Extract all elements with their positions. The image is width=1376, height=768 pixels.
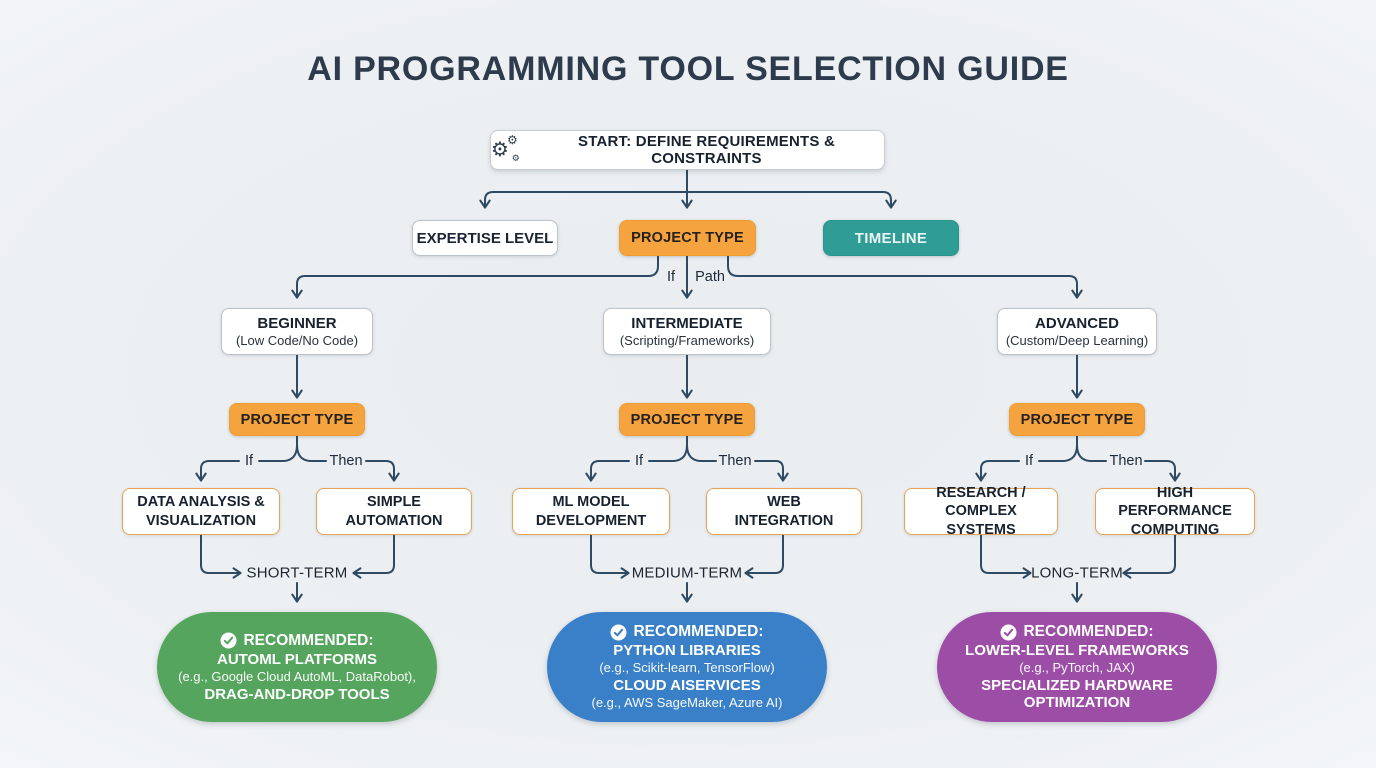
project-type-label: PROJECT TYPE <box>630 411 744 428</box>
recommendation-line: DRAG-AND-DROP TOOLS <box>204 685 390 703</box>
edge-label-then-1: Then <box>718 453 752 469</box>
recommendation-card-2: RECOMMENDED: LOWER-LEVEL FRAMEWORKS (e.g… <box>937 612 1217 722</box>
recommendation-header: RECOMMENDED: <box>610 622 764 642</box>
edge-label-if-2: If <box>1024 453 1034 469</box>
expertise-subtitle: (Scripting/Frameworks) <box>619 333 755 349</box>
recommendation-line: SPECIALIZED HARDWARE OPTIMIZATION <box>981 676 1173 712</box>
option-node-ml-model-development: ML MODEL DEVELOPMENT <box>512 488 670 535</box>
expertise-title: INTERMEDIATE <box>631 314 743 332</box>
project-type-node-2: PROJECT TYPE <box>1009 403 1145 436</box>
option-node-high-performance-computing: HIGH PERFORMANCE COMPUTING <box>1095 485 1255 538</box>
option-label: DATA ANALYSIS & VISUALIZATION <box>137 494 265 529</box>
edge-label-if-1: If <box>634 453 644 469</box>
expertise-subtitle: (Custom/Deep Learning) <box>1005 333 1149 349</box>
recommendation-line: AUTOML PLATFORMS <box>217 650 377 668</box>
option-label: WEB INTEGRATION <box>734 494 834 529</box>
recommendation-line: (e.g., Google Cloud AutoML, DataRobot), <box>178 668 416 684</box>
recommendation-line: PYTHON LIBRARIES <box>613 642 761 660</box>
edge-label-then-0: Then <box>329 453 363 469</box>
timeline-label-short-term: SHORT-TERM <box>246 564 348 582</box>
recommendation-line: (e.g., Scikit-learn, TensorFlow) <box>599 660 775 676</box>
project-type-node-1: PROJECT TYPE <box>619 403 755 436</box>
recommendation-line: LOWER-LEVEL FRAMEWORKS <box>965 642 1189 660</box>
recommendation-header: RECOMMENDED: <box>220 631 374 651</box>
expertise-title: ADVANCED <box>1035 314 1119 332</box>
recommendation-line: CLOUD AISERVICES <box>613 677 761 695</box>
option-node-data-analysis-visualization: DATA ANALYSIS & VISUALIZATION <box>122 488 280 535</box>
timeline-label-medium-term: MEDIUM-TERM <box>631 564 743 582</box>
option-label: RESEARCH / COMPLEX SYSTEMS <box>936 485 1026 538</box>
criterion-node-project-type: PROJECT TYPE <box>619 220 756 256</box>
start-node: ⚙⚙⚙ START: DEFINE REQUIREMENTS & CONSTRA… <box>490 130 885 170</box>
option-node-research-complex-systems: RESEARCH / COMPLEX SYSTEMS <box>904 485 1058 538</box>
edge-label-then-2: Then <box>1109 453 1143 469</box>
option-label: HIGH PERFORMANCE COMPUTING <box>1118 485 1232 538</box>
recommendation-line: (e.g., PyTorch, JAX) <box>1019 659 1135 675</box>
expertise-node-beginner: BEGINNER (Low Code/No Code) <box>221 308 373 355</box>
recommendation-header-label: RECOMMENDED: <box>633 623 764 641</box>
expertise-node-advanced: ADVANCED (Custom/Deep Learning) <box>997 308 1157 355</box>
recommendation-card-0: RECOMMENDED: AUTOML PLATFORMS (e.g., Goo… <box>157 612 437 722</box>
project-type-label: PROJECT TYPE <box>240 411 354 428</box>
recommendation-header: RECOMMENDED: <box>1000 622 1154 642</box>
recommendation-header-label: RECOMMENDED: <box>1023 622 1154 640</box>
recommendation-line: (e.g., AWS SageMaker, Azure AI) <box>591 694 783 710</box>
option-node-web-integration: WEB INTEGRATION <box>706 488 862 535</box>
criterion-label: PROJECT TYPE <box>631 230 744 246</box>
expertise-subtitle: (Low Code/No Code) <box>235 333 359 349</box>
expertise-node-intermediate: INTERMEDIATE (Scripting/Frameworks) <box>603 308 771 355</box>
gears-icon: ⚙⚙⚙ <box>491 133 520 164</box>
project-type-node-0: PROJECT TYPE <box>229 403 365 436</box>
expertise-title: BEGINNER <box>257 314 337 332</box>
edge-label-if-0: If <box>244 453 254 469</box>
page-title: AI PROGRAMMING TOOL SELECTION GUIDE <box>307 50 1069 88</box>
project-type-label: PROJECT TYPE <box>1020 411 1134 428</box>
check-circle-icon <box>610 624 627 641</box>
criterion-label: TIMELINE <box>854 229 928 247</box>
criterion-node-timeline: TIMELINE <box>823 220 959 256</box>
recommendation-header-label: RECOMMENDED: <box>243 631 374 649</box>
edge-label-if-top: If <box>666 269 676 285</box>
criterion-label: EXPERTISE LEVEL <box>416 229 554 247</box>
start-label: START: DEFINE REQUIREMENTS & CONSTRAINTS <box>578 133 835 167</box>
criterion-node-expertise-level: EXPERTISE LEVEL <box>412 220 558 256</box>
check-circle-icon <box>1000 624 1017 641</box>
option-label: SIMPLE AUTOMATION <box>345 494 443 529</box>
timeline-label-long-term: LONG-TERM <box>1031 564 1123 582</box>
recommendation-card-1: RECOMMENDED: PYTHON LIBRARIES (e.g., Sci… <box>547 612 827 722</box>
edge-label-path-top: Path <box>695 269 725 285</box>
option-node-simple-automation: SIMPLE AUTOMATION <box>316 488 472 535</box>
check-circle-icon <box>220 632 237 649</box>
option-label: ML MODEL DEVELOPMENT <box>535 494 647 529</box>
